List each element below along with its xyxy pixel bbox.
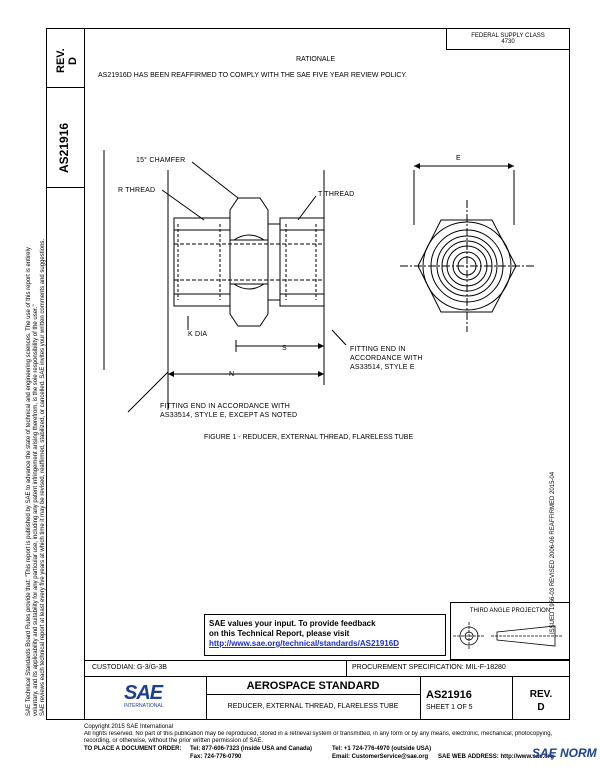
rights-line-1: All rights reserved. No part of this pub…: [84, 731, 553, 737]
federal-supply-class-box: FEDERAL SUPPLY CLASS 4730: [446, 28, 570, 50]
label-r-thread: R THREAD: [118, 187, 156, 194]
titleblock-rule: [84, 676, 570, 677]
sae-logo-text: SAE: [124, 682, 163, 704]
rationale-text: AS21916D HAS BEEN REAFFIRMED TO COMPLY W…: [98, 72, 408, 79]
rights-line-2: recording, or otherwise, without the pri…: [84, 738, 264, 744]
watermark: SAE NORM: [532, 746, 597, 760]
web-address: SAE WEB ADDRESS: http://www.sae.org: [438, 754, 554, 760]
feedback-link[interactable]: http://www.sae.org/technical/standards/A…: [209, 639, 399, 648]
copyright: Copyright 2015 SAE International: [84, 724, 174, 730]
sae-logo: SAE INTERNATIONAL: [124, 682, 174, 716]
tel-us: Tel: 877-606-7323 (inside USA and Canada…: [190, 746, 313, 752]
titleblock-divider: [206, 676, 207, 720]
projection-symbol: [453, 622, 563, 650]
titleblock-top: [84, 660, 570, 661]
hex-body: [229, 197, 269, 327]
reducer-drawing: [103, 150, 534, 413]
drawing-frame: [84, 28, 570, 720]
custodian: CUSTODIAN: G-3/G-3B: [92, 664, 167, 671]
side-rev-value: D: [67, 57, 79, 65]
federal-class-label: FEDERAL SUPPLY CLASS: [471, 33, 545, 39]
email: Email: CustomerService@sae.org: [332, 754, 429, 760]
aerospace-standard: AEROSPACE STANDARD: [246, 680, 380, 692]
fax: Fax: 724-776-0790: [190, 754, 242, 760]
titleblock-divider: [346, 660, 347, 676]
feedback-line-1: SAE values your input. To provide feedba…: [209, 619, 376, 628]
titleblock-rule: [206, 694, 420, 695]
disclaimer-line-2: voluntary, and its applicability and sui…: [33, 304, 39, 716]
label-e: E: [456, 155, 461, 162]
label-chamfer: 15° CHAMFER: [136, 157, 186, 164]
titleblock-doc-number: AS21916: [426, 689, 472, 701]
side-rev-label: REV.: [55, 48, 67, 73]
note-left-line-2: AS33514, STYLE E, EXCEPT AS NOTED: [160, 412, 298, 419]
divider: [47, 187, 85, 188]
feedback-box: SAE values your input. To provide feedba…: [204, 614, 446, 656]
order-label: TO PLACE A DOCUMENT ORDER:: [84, 746, 182, 752]
note-right-line-2: ACCORDANCE WITH: [350, 355, 423, 362]
sheet-number: SHEET 1 OF 5: [426, 704, 473, 711]
tel-intl: Tel: +1 724-776-4970 (outside USA): [332, 746, 432, 752]
left-column: REV. D AS21916: [46, 28, 85, 720]
projection-label: THIRD ANGLE PROJECTION: [469, 608, 551, 614]
federal-class-value: 4730: [501, 39, 515, 45]
titleblock-divider: [420, 676, 421, 720]
right-thread-body: [279, 217, 325, 307]
feedback-link-wrap: http://www.sae.org/technical/standards/A…: [209, 639, 445, 648]
label-k-dia: K DIA: [188, 331, 208, 338]
disclaimer-line-1: SAE Technical Standards Board Rules prov…: [26, 247, 32, 716]
titleblock-rev-value: D: [537, 702, 545, 713]
label-s: S: [282, 345, 287, 352]
feedback-line-2: on this Technical Report, please visit: [209, 629, 350, 638]
divider: [47, 87, 85, 88]
figure-caption: FIGURE 1 - REDUCER, EXTERNAL THREAD, FLA…: [204, 434, 414, 441]
note-right-line-3: AS33514, STYLE E: [350, 364, 415, 371]
left-thread-body: [173, 217, 231, 307]
titleblock-divider: [512, 676, 513, 720]
procurement: PROCUREMENT SPECIFICATION: MIL-F-18280: [352, 664, 506, 671]
side-doc-number: AS21916: [57, 122, 71, 173]
note-right-line-1: FITTING END IN: [350, 346, 406, 353]
note-right: FITTING END IN ACCORDANCE WITH AS33514, …: [350, 345, 423, 372]
note-left: FITTING END IN ACCORDANCE WITH AS33514, …: [160, 402, 297, 420]
label-t-thread: T THREAD: [318, 191, 355, 198]
disclaimer-line-3: SAE reviews each technical report at lea…: [40, 238, 46, 716]
document-title: REDUCER, EXTERNAL THREAD, FLARELESS TUBE: [227, 703, 399, 710]
note-left-line-1: FITTING END IN ACCORDANCE WITH: [160, 403, 291, 410]
projection-box: THIRD ANGLE PROJECTION: [450, 602, 570, 660]
sae-logo-sub: INTERNATIONAL: [124, 703, 164, 709]
rationale-title: RATIONALE: [296, 56, 336, 63]
titleblock-rev-label: REV.: [529, 689, 553, 700]
